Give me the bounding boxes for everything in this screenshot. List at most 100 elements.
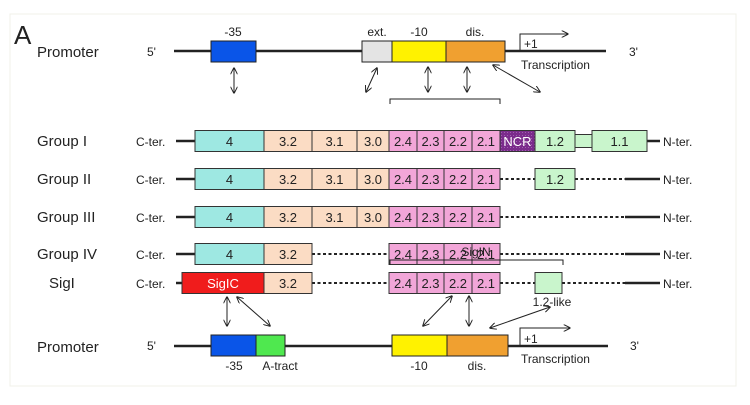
n-ter-label: N-ter. — [663, 248, 692, 262]
group-label: Group III — [37, 209, 95, 226]
domain-row-sigi: SigI C-ter. SigIC 3.2 2.4 2.3 2.2 2.1 N-ter. — [49, 272, 692, 294]
group-label: Group I — [37, 133, 87, 150]
region-label: 1.2 — [546, 172, 564, 187]
tss-arrow-icon — [519, 328, 570, 346]
c-ter-label: C-ter. — [136, 277, 165, 291]
region-label: 4 — [226, 172, 233, 187]
tss-label: +1 — [524, 37, 538, 51]
region-label: 3.0 — [364, 210, 382, 225]
region-label: 2.3 — [421, 247, 439, 262]
region-label: 2.4 — [394, 276, 412, 291]
n-ter-label: N-ter. — [663, 211, 692, 225]
group-label: SigI — [49, 275, 75, 292]
arrow-ext-region3-icon — [366, 68, 377, 92]
minus10-box — [391, 40, 447, 63]
ext-box — [361, 40, 393, 63]
region-label: 3.2 — [279, 276, 297, 291]
region-label: 2.3 — [421, 172, 439, 187]
transcription-label: Transcription — [521, 58, 590, 72]
arrow-sigic-atract-icon — [237, 297, 270, 326]
region-label: 2.3 — [421, 134, 439, 149]
region-label: 4 — [226, 210, 233, 225]
promoter-label: Promoter — [37, 339, 99, 356]
dis-box — [446, 334, 509, 357]
region-label: 2.1 — [477, 210, 495, 225]
bottom-interaction-arrows — [227, 296, 550, 328]
region-label: 1.1 — [610, 134, 628, 149]
region-label: NCR — [503, 134, 531, 149]
region-label: 3.1 — [325, 210, 343, 225]
sigin-label: SigIN — [461, 245, 490, 259]
top-interaction-arrows — [234, 65, 540, 104]
sigin-bracket — [389, 259, 564, 265]
arrow-region2-minus10-icon — [423, 296, 452, 326]
c-ter-label: C-ter. — [136, 135, 165, 149]
region-label: 2.4 — [394, 210, 412, 225]
promoter-label: Promoter — [37, 44, 99, 61]
region-label: 3.2 — [279, 210, 297, 225]
n-ter-label: N-ter. — [663, 277, 692, 291]
c-ter-label: C-ter. — [136, 211, 165, 225]
region-label: 2.4 — [394, 172, 412, 187]
sigi-extras: SigIN 1.2-like — [389, 245, 572, 309]
region-label: 2.2 — [449, 276, 467, 291]
three-prime-label: 3' — [630, 339, 639, 353]
transcription-label: Transcription — [521, 352, 590, 366]
region-label: 3.2 — [279, 134, 297, 149]
region-label: 2.1 — [477, 276, 495, 291]
region-label: 2.4 — [394, 134, 412, 149]
arrow-like-dis-icon — [490, 307, 550, 328]
like-label: 1.2-like — [533, 295, 572, 309]
region-box-region1 — [534, 272, 563, 294]
region-label: SigIC — [207, 276, 239, 291]
minus35-label: -35 — [225, 359, 243, 373]
region-box-2-1 — [471, 168, 501, 190]
region-label: 3.1 — [325, 172, 343, 187]
top-promoter: Promoter 5' -35 ext. -10 dis. +1 Transcr… — [37, 25, 638, 72]
region-box-region1s — [574, 134, 593, 148]
region-label: 3.0 — [364, 172, 382, 187]
tss-arrow-icon — [519, 34, 568, 51]
region-label: 4 — [226, 247, 233, 262]
region-label: 2.4 — [394, 247, 412, 262]
five-prime-label: 5' — [147, 339, 156, 353]
five-prime-label: 5' — [147, 45, 156, 59]
region-box-2-1 — [471, 206, 501, 228]
region-label: 2.2 — [449, 210, 467, 225]
region-box-2-1 — [471, 243, 501, 265]
dis-label: dis. — [468, 359, 487, 373]
region-label: 2.2 — [449, 172, 467, 187]
region-label: 3.1 — [325, 134, 343, 149]
region-label: 2.3 — [421, 276, 439, 291]
region-label: 2.1 — [477, 172, 495, 187]
minus35-box — [210, 40, 257, 63]
region-box-3-2 — [263, 243, 313, 265]
dis-label: dis. — [466, 25, 485, 39]
region-box-2-1 — [471, 272, 501, 294]
n-ter-label: N-ter. — [663, 173, 692, 187]
n-ter-label: N-ter. — [663, 135, 692, 149]
region-box-1-1 — [591, 130, 648, 152]
region-label: 3.0 — [364, 134, 382, 149]
region2-bracket — [389, 98, 501, 104]
region-label: 1.2 — [546, 134, 564, 149]
arrow-dis-region1-icon — [493, 65, 540, 92]
region-label: 2.1 — [477, 247, 495, 262]
minus10-box — [391, 334, 448, 357]
minus35-label: -35 — [224, 25, 242, 39]
region-box-1-2 — [534, 168, 576, 190]
atract-label: A-tract — [262, 359, 298, 373]
c-ter-label: C-ter. — [136, 173, 165, 187]
panel-label: A — [14, 20, 32, 50]
group-label: Group IV — [37, 246, 97, 263]
dis-box — [445, 40, 506, 63]
minus35-box — [210, 334, 257, 357]
region-label: 3.2 — [279, 247, 297, 262]
three-prime-label: 3' — [629, 45, 638, 59]
atract-box — [255, 334, 286, 357]
